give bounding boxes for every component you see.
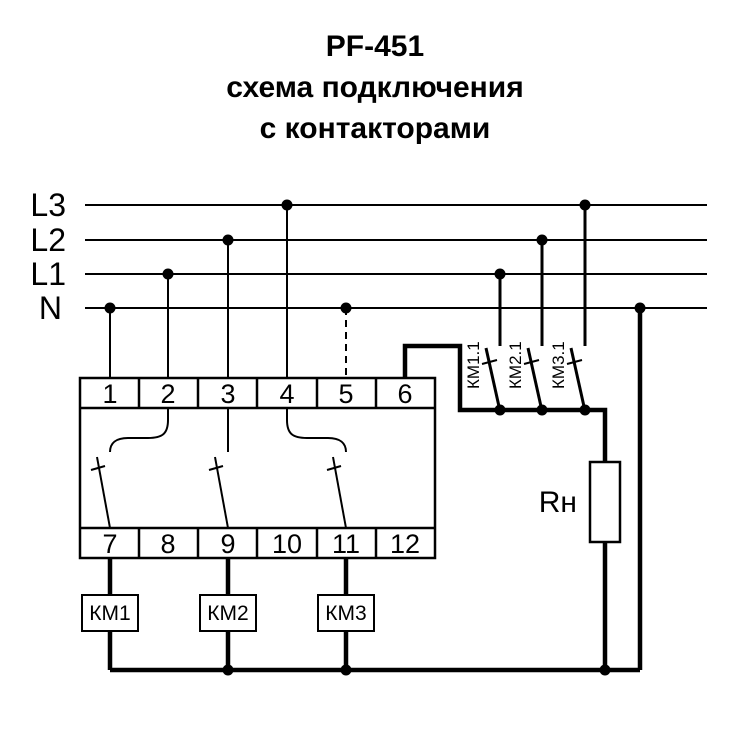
coil-boxes <box>81 594 375 632</box>
coil-labels: КМ1 КМ2 КМ3 <box>89 602 366 625</box>
terminal-12: 12 <box>390 529 420 559</box>
label-l2: L2 <box>30 222 66 258</box>
junction-dot <box>599 664 611 676</box>
terminal-2: 2 <box>160 379 175 409</box>
wire-terminal-6-to-load <box>402 343 608 462</box>
junction-dot <box>340 664 352 676</box>
junction-dot <box>536 234 548 246</box>
terminal-11: 11 <box>332 529 360 559</box>
contact-2-tick <box>208 465 224 471</box>
label-km2-1: КМ2.1 <box>506 341 525 389</box>
contact-3-feed <box>286 408 347 453</box>
terminal-7: 7 <box>102 529 117 559</box>
km1-1-blade <box>484 347 502 412</box>
junction-dot <box>494 404 506 416</box>
contact-3-blade <box>332 456 347 529</box>
load-label: Rн <box>539 486 577 519</box>
junction-dot <box>162 268 174 280</box>
terminal-drop-wires <box>109 205 347 378</box>
junction-dot <box>104 302 116 314</box>
km3-1-tick <box>566 359 583 365</box>
km3-1-blade <box>569 347 587 412</box>
contactor-contact-labels: КМ1.1 КМ2.1 КМ3.1 <box>464 341 568 389</box>
junction-dot <box>494 268 506 280</box>
contact-1-tick <box>90 465 106 471</box>
label-km2: КМ2 <box>207 602 248 625</box>
terminal-8: 8 <box>160 529 175 559</box>
label-n: N <box>39 290 62 326</box>
km1-coil-box <box>81 594 139 632</box>
junction-dot <box>222 664 234 676</box>
coil-wires <box>107 558 349 670</box>
terminal-10: 10 <box>272 529 302 559</box>
internal-relay-contacts <box>90 408 347 529</box>
title-subtitle-2: с контакторами <box>259 112 491 145</box>
km2-1-tick <box>523 359 540 365</box>
label-km3: КМ3 <box>325 602 366 625</box>
km2-1-blade <box>526 347 544 412</box>
contact-2-blade <box>214 456 229 529</box>
km1-1-tick <box>481 359 498 365</box>
junction-dot <box>222 234 234 246</box>
diagram-title: PF-451 схема подключения с контакторами <box>0 26 750 149</box>
relay-device-box <box>78 376 437 560</box>
title-model: PF-451 <box>325 30 425 63</box>
label-l3: L3 <box>30 187 66 223</box>
power-lines <box>85 204 707 309</box>
load-resistor <box>588 460 622 544</box>
contact-3-tick <box>326 465 342 471</box>
junction-dot <box>340 302 352 314</box>
label-l1: L1 <box>30 256 66 292</box>
terminal-3: 3 <box>220 379 235 409</box>
terminal-numbers: 1 2 3 4 5 6 7 8 9 10 11 12 <box>102 379 420 559</box>
junction-dot <box>634 302 646 314</box>
label-km3-1: КМ3.1 <box>549 341 568 389</box>
label-km1: КМ1 <box>89 602 130 625</box>
title-subtitle-1: схема подключения <box>226 71 524 104</box>
km2-coil-box <box>199 594 257 632</box>
contactor-main-contacts <box>481 205 587 412</box>
terminal-9: 9 <box>220 529 235 559</box>
junction-dot <box>579 199 591 211</box>
terminal-6: 6 <box>397 379 412 409</box>
terminal-4: 4 <box>279 379 294 409</box>
contact-1-feed <box>109 408 169 453</box>
km3-coil-box <box>317 594 375 632</box>
load-circuit <box>110 308 643 673</box>
junction-dots <box>104 199 646 676</box>
terminal-1: 1 <box>102 379 117 409</box>
contact-1-blade <box>96 456 111 529</box>
junction-dot <box>536 404 548 416</box>
label-km1-1: КМ1.1 <box>464 341 483 389</box>
power-line-labels: L3 L2 L1 N <box>30 187 66 326</box>
junction-dot <box>579 404 591 416</box>
junction-dot <box>281 199 293 211</box>
terminal-5: 5 <box>338 379 353 409</box>
